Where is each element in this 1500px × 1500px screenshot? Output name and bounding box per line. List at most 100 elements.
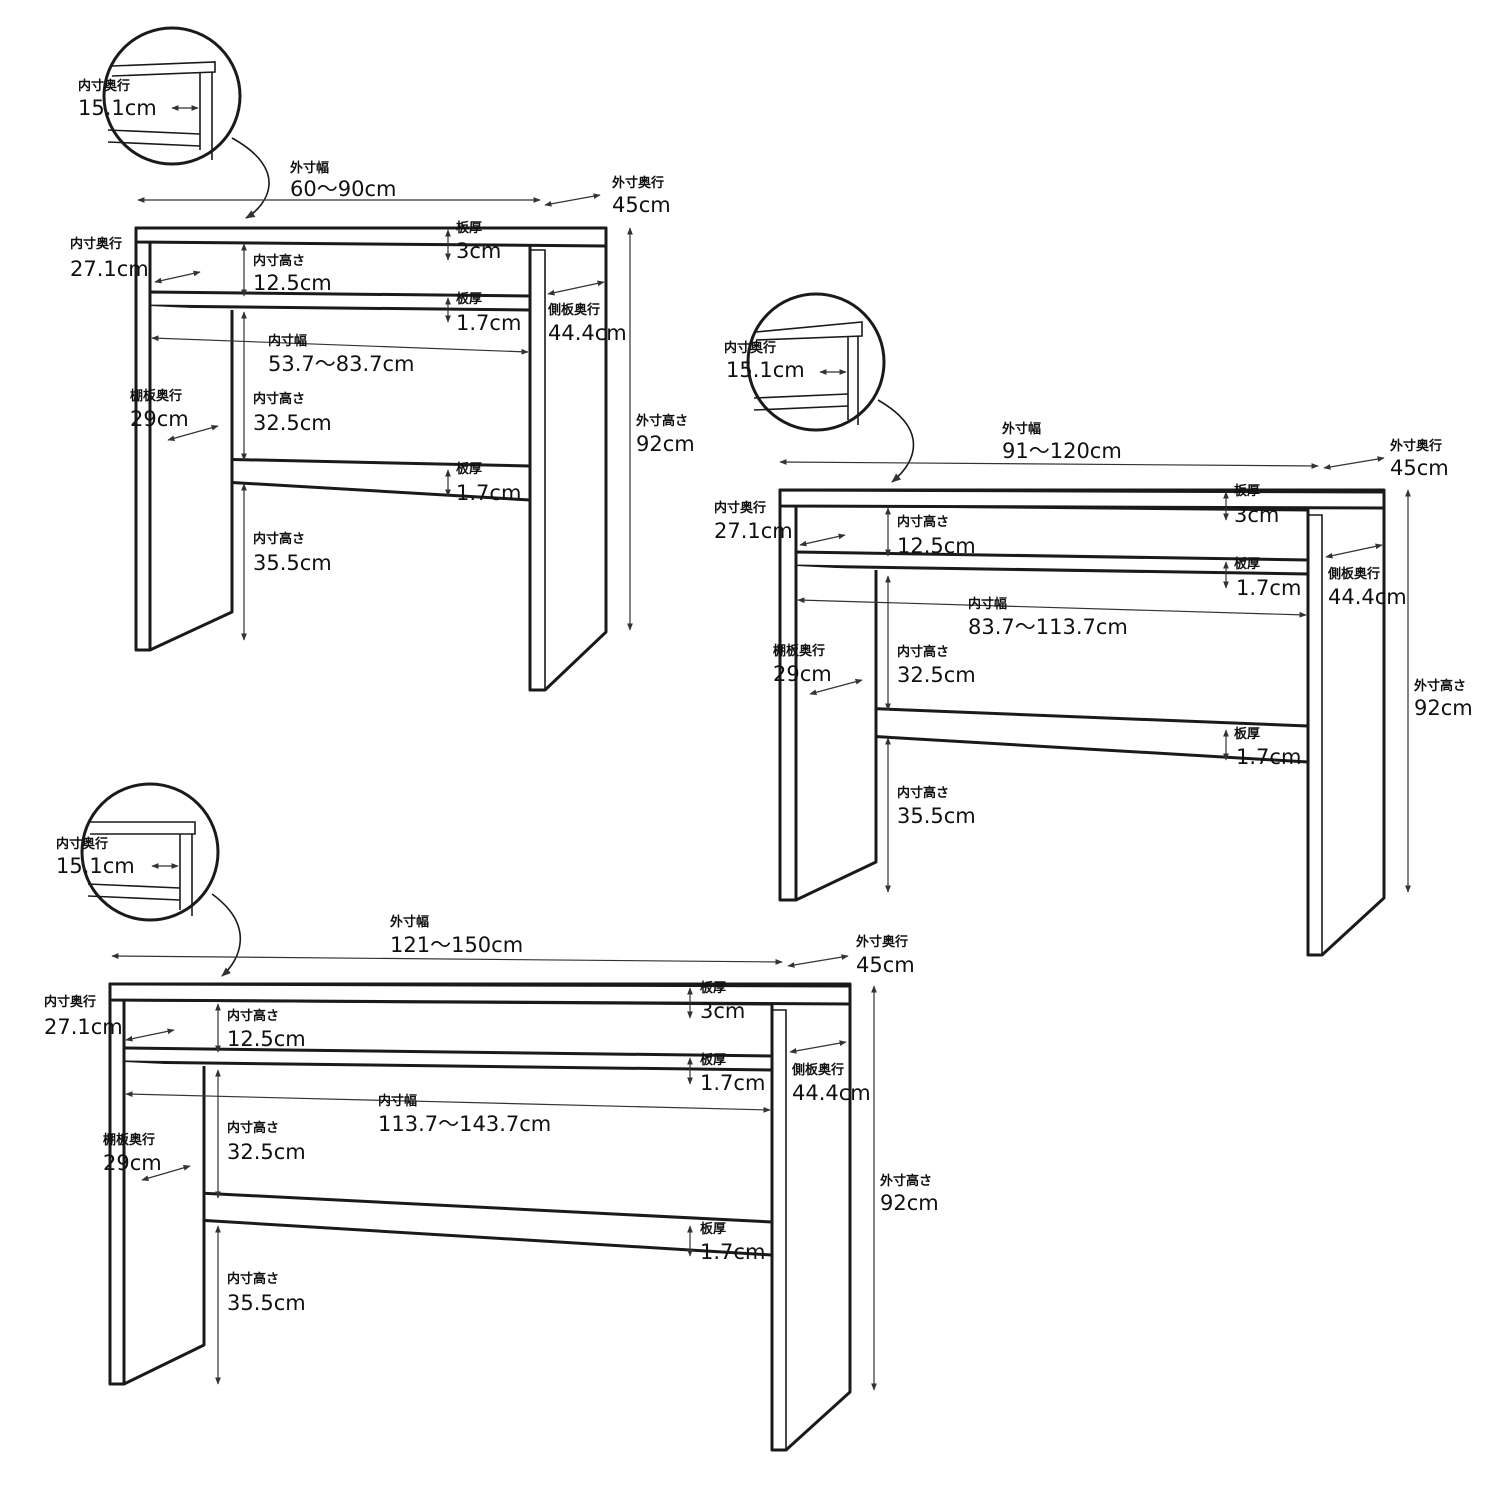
top-thickness-label: 板厚 (456, 220, 482, 236)
inner-depth-value: 27.1cm (44, 1015, 123, 1039)
detail-value: 15.1cm (56, 854, 135, 878)
diagram-3: 内寸奥行 15.1cm 外寸幅 121〜150cm 外寸奥行 45cm 板厚 3 (44, 782, 939, 1452)
diagram-1: 内寸奥行 15.1cm 外寸幅 60〜90cm 外寸奥行 45cm (70, 26, 695, 692)
lower-shelf (806, 704, 1310, 764)
inner-height-low-value: 35.5cm (253, 551, 332, 575)
inner-height-top-value: 12.5cm (227, 1027, 306, 1051)
middle-shelf (794, 550, 1310, 576)
detail-circle (80, 782, 220, 922)
diagram-2: 内寸奥行 15.1cm 外寸幅 91〜120cm 外寸奥行 45cm 板厚 3c (714, 292, 1473, 957)
desk-outline (134, 226, 608, 692)
side-depth-label: 側板奥行 (1327, 566, 1380, 582)
outer-depth-value: 45cm (856, 953, 915, 977)
left-side-panel (148, 306, 234, 652)
inner-height-mid-value: 32.5cm (253, 411, 332, 435)
inner-height-top-value: 12.5cm (253, 271, 332, 295)
low-thickness-label: 板厚 (1234, 726, 1260, 742)
inner-width-label: 内寸幅 (268, 333, 307, 349)
inner-depth-label: 内寸奥行 (714, 500, 766, 516)
inner-width-label: 内寸幅 (968, 596, 1007, 612)
shelf-depth-value: 29cm (773, 662, 832, 686)
detail-value: 15.1cm (726, 358, 805, 382)
desk-outline (108, 982, 852, 1452)
detail-value: 15.1cm (78, 96, 157, 120)
inner-depth-label: 内寸奥行 (70, 236, 122, 252)
low-thickness-label: 板厚 (700, 1221, 726, 1237)
inner-height-top-value: 12.5cm (897, 534, 976, 558)
inner-height-top-label: 内寸高さ (253, 253, 305, 269)
desk-outline (778, 488, 1386, 957)
inner-depth-label: 内寸奥行 (44, 994, 96, 1010)
outer-height-value: 92cm (880, 1191, 939, 1215)
outer-width-value: 60〜90cm (290, 177, 396, 201)
top-thickness-value: 3cm (700, 999, 745, 1023)
outer-height-label: 外寸高さ (635, 413, 688, 429)
mid-thickness-value: 1.7cm (700, 1071, 765, 1095)
outer-depth-label: 外寸奥行 (855, 934, 908, 950)
callout-arrow (211, 893, 242, 977)
top-board (134, 226, 608, 248)
outer-width-label: 外寸幅 (1001, 421, 1041, 437)
callout-arrow (231, 137, 270, 219)
detail-circle (746, 292, 886, 432)
mid-thickness-label: 板厚 (700, 1052, 726, 1068)
side-depth-value: 44.4cm (548, 321, 627, 345)
inner-height-low-value: 35.5cm (227, 1291, 306, 1315)
detail-magnifier: 内寸奥行 15.1cm (724, 292, 886, 432)
outer-height-value: 92cm (1414, 696, 1473, 720)
inner-height-low-value: 35.5cm (897, 804, 976, 828)
middle-shelf (122, 1046, 774, 1072)
side-depth-value: 44.4cm (1328, 585, 1407, 609)
inner-height-mid-value: 32.5cm (897, 663, 976, 687)
inner-depth-value: 27.1cm (714, 519, 793, 543)
inner-height-mid-label: 内寸高さ (227, 1120, 279, 1136)
shelf-depth-label: 棚板奥行 (130, 388, 182, 404)
top-board (778, 488, 1386, 510)
side-depth-value: 44.4cm (792, 1081, 871, 1105)
low-thickness-value: 1.7cm (700, 1240, 765, 1264)
top-thickness-value: 3cm (1234, 503, 1279, 527)
side-depth-label: 側板奥行 (547, 302, 600, 318)
left-side-panel (122, 1062, 206, 1386)
inner-height-low-label: 内寸高さ (227, 1271, 279, 1287)
outer-depth-label: 外寸奥行 (611, 175, 664, 191)
mid-thickness-value: 1.7cm (1236, 576, 1301, 600)
top-thickness-label: 板厚 (1234, 483, 1260, 499)
left-side-panel (794, 566, 878, 902)
low-thickness-value: 1.7cm (1236, 745, 1301, 769)
inner-height-mid-label: 内寸高さ (897, 644, 949, 660)
top-thickness-value: 3cm (456, 239, 501, 263)
inner-height-low-label: 内寸高さ (897, 785, 949, 801)
outer-depth-value: 45cm (1390, 456, 1449, 480)
inner-depth-value: 27.1cm (70, 257, 149, 281)
top-board (108, 982, 852, 1006)
inner-height-mid-value: 32.5cm (227, 1140, 306, 1164)
outer-height-value: 92cm (636, 432, 695, 456)
detail-magnifier: 内寸奥行 15.1cm (56, 782, 220, 922)
detail-label: 内寸奥行 (56, 836, 108, 852)
side-depth-label: 側板奥行 (791, 1062, 844, 1078)
shelf-depth-value: 29cm (130, 407, 189, 431)
detail-label: 内寸奥行 (724, 340, 776, 356)
outer-depth-value: 45cm (612, 193, 671, 217)
mid-thickness-label: 板厚 (456, 291, 482, 307)
inner-width-value: 83.7〜113.7cm (968, 615, 1128, 639)
low-thickness-label: 板厚 (456, 461, 482, 477)
shelf-depth-label: 棚板奥行 (773, 643, 825, 659)
low-thickness-value: 1.7cm (456, 481, 521, 505)
inner-height-top-label: 内寸高さ (897, 514, 949, 530)
outer-width-label: 外寸幅 (389, 914, 429, 930)
outer-width-label: 外寸幅 (289, 160, 329, 176)
detail-magnifier: 内寸奥行 15.1cm (78, 26, 242, 166)
outer-height-label: 外寸高さ (879, 1173, 932, 1189)
inner-width-value: 53.7〜83.7cm (268, 352, 415, 376)
inner-width-value: 113.7〜143.7cm (378, 1112, 551, 1136)
inner-height-top-label: 内寸高さ (227, 1008, 279, 1024)
shelf-depth-label: 棚板奥行 (103, 1132, 155, 1148)
callout-arrow (877, 399, 915, 483)
inner-height-mid-label: 内寸高さ (253, 391, 305, 407)
outer-width-value: 91〜120cm (1002, 439, 1122, 463)
lower-shelf (138, 1188, 774, 1257)
mid-thickness-value: 1.7cm (456, 311, 521, 335)
